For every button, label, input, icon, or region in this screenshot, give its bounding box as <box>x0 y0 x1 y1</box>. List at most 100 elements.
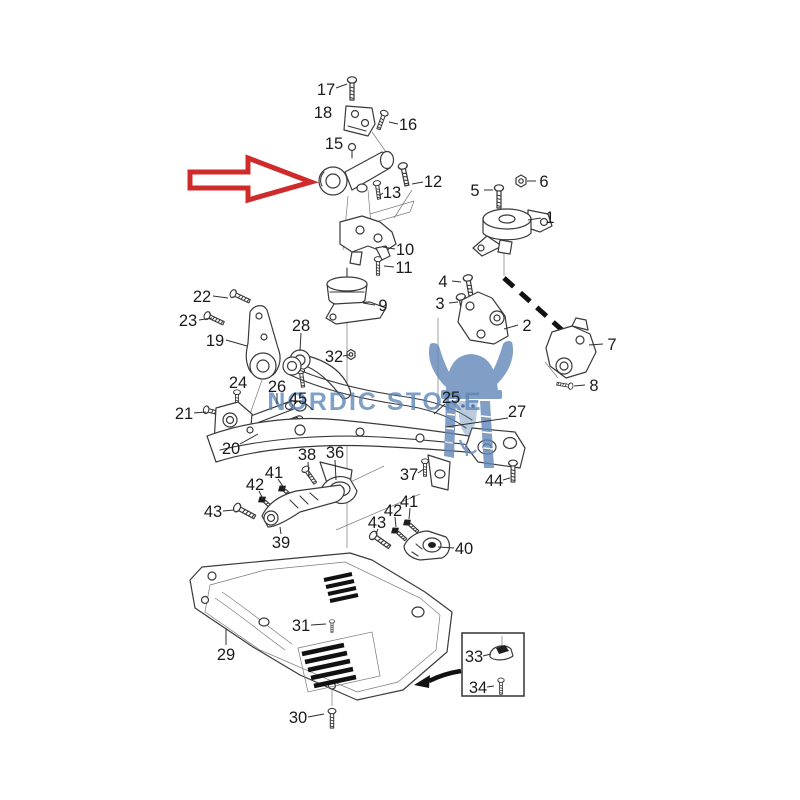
viking-helmet-icon <box>428 340 514 468</box>
part-34-screw <box>497 677 505 695</box>
callout-leader-37 <box>417 468 425 474</box>
part-43-right-bolt <box>367 529 393 552</box>
callout-leader-7 <box>588 343 604 346</box>
part-40-bracket <box>403 530 451 561</box>
callout-leader-28 <box>299 332 302 352</box>
part-6-nut <box>515 174 527 188</box>
callout-leader-16 <box>388 121 399 125</box>
callout-17: 17 <box>317 81 335 99</box>
callout-1: 1 <box>545 209 554 227</box>
callout-2: 2 <box>522 317 531 335</box>
callout-20: 20 <box>222 440 240 458</box>
watermark: NORDIC STORE <box>267 340 514 468</box>
callout-leader-38 <box>307 461 310 478</box>
part-5-bolt <box>493 184 505 209</box>
part-42-right-screw <box>388 523 410 545</box>
callout-leader-42 <box>394 516 397 528</box>
callout-9: 9 <box>378 297 387 315</box>
callout-leader-43 <box>375 528 379 535</box>
part-1-engine-mount <box>472 208 553 257</box>
callout-26: 26 <box>268 378 286 396</box>
inset-pointer-arrow <box>414 668 462 688</box>
callout-15: 15 <box>325 135 343 153</box>
callout-leader-42 <box>258 490 264 500</box>
part-30-bolt <box>327 707 337 729</box>
highlight-arrow <box>187 154 319 204</box>
callout-leader-44 <box>502 477 511 481</box>
part-7-bracket <box>545 317 597 379</box>
part-16-bolt <box>374 108 390 132</box>
inset-box <box>461 632 525 697</box>
callout-leader-12 <box>411 181 424 185</box>
callout-leader-33 <box>482 653 492 657</box>
callout-10: 10 <box>396 241 414 259</box>
callout-18: 18 <box>314 104 332 122</box>
callout-34: 34 <box>469 679 487 697</box>
callout-leader-41 <box>408 507 411 520</box>
callout-leader-40 <box>437 546 455 549</box>
callout-leader-39 <box>279 526 282 535</box>
callout-13: 13 <box>383 184 401 202</box>
callout-38: 38 <box>298 446 316 464</box>
part-22-bolt <box>228 288 252 306</box>
callout-29: 29 <box>217 646 235 664</box>
callout-leader-36 <box>334 459 337 481</box>
callout-leader-27 <box>445 417 509 428</box>
callout-8: 8 <box>589 377 598 395</box>
callout-37: 37 <box>400 466 418 484</box>
callout-leader-13 <box>378 192 384 197</box>
watermark-text: NORDIC STORE <box>267 388 482 416</box>
callout-12: 12 <box>424 173 442 191</box>
callout-5: 5 <box>470 182 479 200</box>
part-38-bolt <box>300 464 319 486</box>
callout-44: 44 <box>485 472 503 490</box>
callout-leader-43 <box>222 509 235 512</box>
callout-leader-41 <box>277 478 285 489</box>
part-37-bolt <box>421 458 429 477</box>
part-15-torque-mount <box>318 142 395 196</box>
callout-45: 45 <box>289 390 307 408</box>
callout-leader-30 <box>307 713 325 718</box>
callout-40: 40 <box>455 540 473 558</box>
callout-25: 25 <box>442 389 460 407</box>
part-26-bushing <box>293 400 307 412</box>
callout-leader-19 <box>225 339 248 347</box>
part-43-left-bolt <box>231 501 258 522</box>
part-13-bolt <box>372 179 384 201</box>
callout-leader-1 <box>527 217 542 221</box>
callout-41: 41 <box>400 493 418 511</box>
callout-42: 42 <box>384 502 402 520</box>
callout-leader-17 <box>335 83 348 89</box>
callout-leader-23 <box>198 317 213 321</box>
callout-36: 36 <box>326 444 344 462</box>
callout-19: 19 <box>206 332 224 350</box>
dashed-link-line <box>502 276 564 332</box>
callout-leader-20 <box>239 433 259 445</box>
callout-39: 39 <box>272 534 290 552</box>
vent-slats-center <box>297 631 381 693</box>
callout-leader-2 <box>503 324 519 330</box>
part-19-arm <box>245 305 281 380</box>
callout-leader-8 <box>573 384 586 387</box>
part-10-bracket <box>339 215 397 266</box>
callout-6: 6 <box>539 173 548 191</box>
callout-leader-9 <box>362 302 376 306</box>
part-2-bracket <box>457 291 509 345</box>
callout-leader-3 <box>448 301 459 304</box>
callout-3: 3 <box>435 295 444 313</box>
part-28-arm <box>289 349 352 400</box>
callout-leader-21 <box>193 411 207 414</box>
callout-leader-10 <box>382 246 396 250</box>
part-27-subframe <box>206 356 526 499</box>
callout-28: 28 <box>292 317 310 335</box>
callout-42: 42 <box>246 476 264 494</box>
callout-4: 4 <box>438 273 447 291</box>
callout-23: 23 <box>179 312 197 330</box>
callout-21: 21 <box>175 405 193 423</box>
callout-leader-22 <box>212 295 229 299</box>
callout-33: 33 <box>465 648 483 666</box>
part-17-bolt <box>346 76 358 101</box>
part-9-mount <box>325 267 387 325</box>
